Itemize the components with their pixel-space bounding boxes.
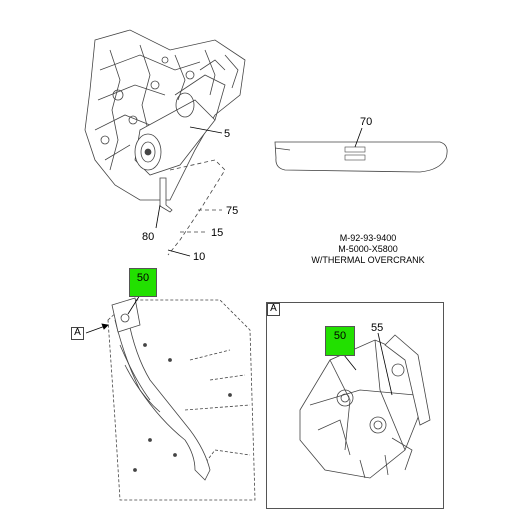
- model-note-line-3: W/THERMAL OVERCRANK: [311, 255, 425, 265]
- engine-side-drawing: [107, 297, 256, 501]
- engine-block-drawing: [84, 29, 246, 201]
- callout-10: 10: [193, 251, 206, 263]
- callout-15: 15: [211, 227, 224, 239]
- callout-55: 55: [371, 322, 384, 334]
- model-note-line-1: M-92-93-9400: [339, 233, 397, 243]
- heat-shield-drawing: [274, 127, 448, 173]
- highlighted-part-label[interactable]: 50: [129, 268, 157, 297]
- model-note: M-92-93-9400 M-5000-X5800 W/THERMAL OVER…: [308, 233, 428, 266]
- callout-75: 75: [226, 205, 239, 217]
- bracket-drawing: [155, 177, 173, 229]
- detail-a-drawing: [299, 334, 431, 479]
- detail-a-frame: [266, 302, 444, 509]
- model-note-line-2: M-5000-X5800: [338, 244, 398, 254]
- callout-70: 70: [360, 116, 373, 128]
- callout-80: 80: [142, 231, 155, 243]
- detail-a-pointer-label[interactable]: A: [71, 327, 84, 340]
- starter-motor-drawing: [134, 59, 226, 176]
- dashed-leaders: [167, 159, 226, 256]
- detail-highlighted-part-label[interactable]: 50: [325, 326, 355, 356]
- callout-5: 5: [224, 128, 231, 140]
- detail-a-frame-label: A: [267, 303, 280, 316]
